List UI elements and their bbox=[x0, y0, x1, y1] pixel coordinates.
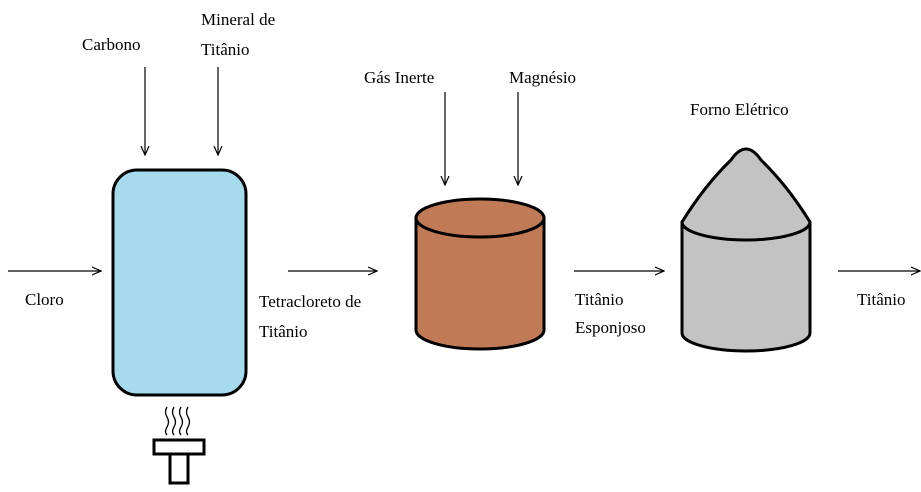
forno-eletrico-label: Forno Elétrico bbox=[690, 100, 789, 119]
magnesio-label: Magnésio bbox=[509, 68, 576, 87]
titanio-esponjoso-label-line1: Titânio bbox=[575, 290, 624, 309]
gas-inerte-label: Gás Inerte bbox=[364, 68, 434, 87]
mineral-label-line2: Titânio bbox=[201, 40, 250, 59]
cloro-label: Cloro bbox=[25, 290, 64, 309]
titanio-esponjoso-label-line2: Esponjoso bbox=[575, 318, 646, 337]
heat-waves-icon bbox=[164, 406, 191, 436]
burner-icon bbox=[152, 438, 206, 485]
electric-furnace bbox=[680, 147, 812, 353]
chlorination-reactor bbox=[111, 168, 248, 397]
tetracloreto-label-line1: Tetracloreto de bbox=[259, 292, 361, 311]
tetracloreto-label-line2: Titânio bbox=[259, 322, 308, 341]
mineral-label-line1: Mineral de bbox=[201, 10, 275, 29]
carbono-label: Carbono bbox=[82, 35, 141, 54]
titanio-final-label: Titânio bbox=[857, 290, 906, 309]
reduction-vessel bbox=[414, 197, 546, 351]
